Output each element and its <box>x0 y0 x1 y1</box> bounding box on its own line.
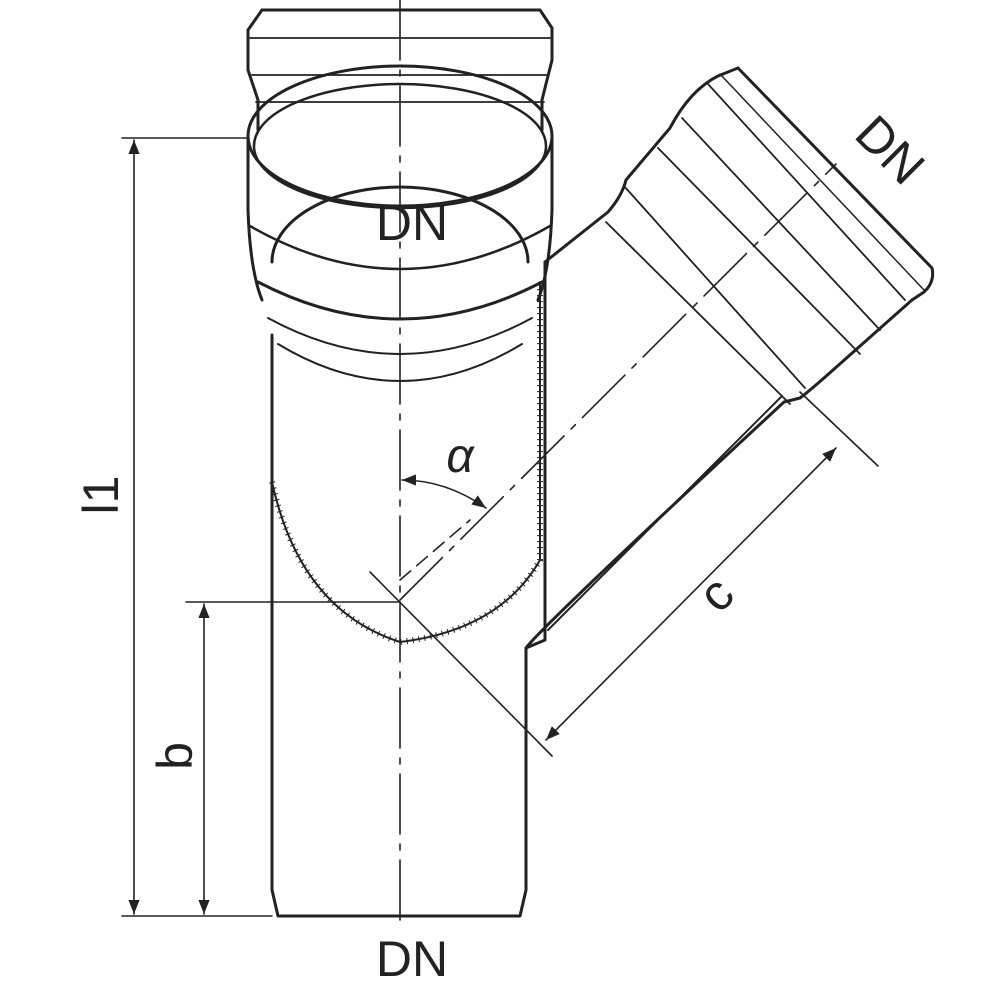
label-dn-bottom: DN <box>376 931 448 987</box>
center-lines <box>399 0 837 929</box>
label-dim-b: b <box>147 742 203 770</box>
label-dn-branch: DN <box>845 105 936 196</box>
label-dn-top: DN <box>376 195 448 251</box>
label-dim-l1: l1 <box>73 476 129 515</box>
intersection-seam <box>269 281 543 645</box>
main-pipe-body <box>270 260 547 918</box>
label-angle-alpha: α <box>446 430 475 483</box>
dimension-lines <box>121 137 879 917</box>
label-dim-c: c <box>687 565 744 622</box>
